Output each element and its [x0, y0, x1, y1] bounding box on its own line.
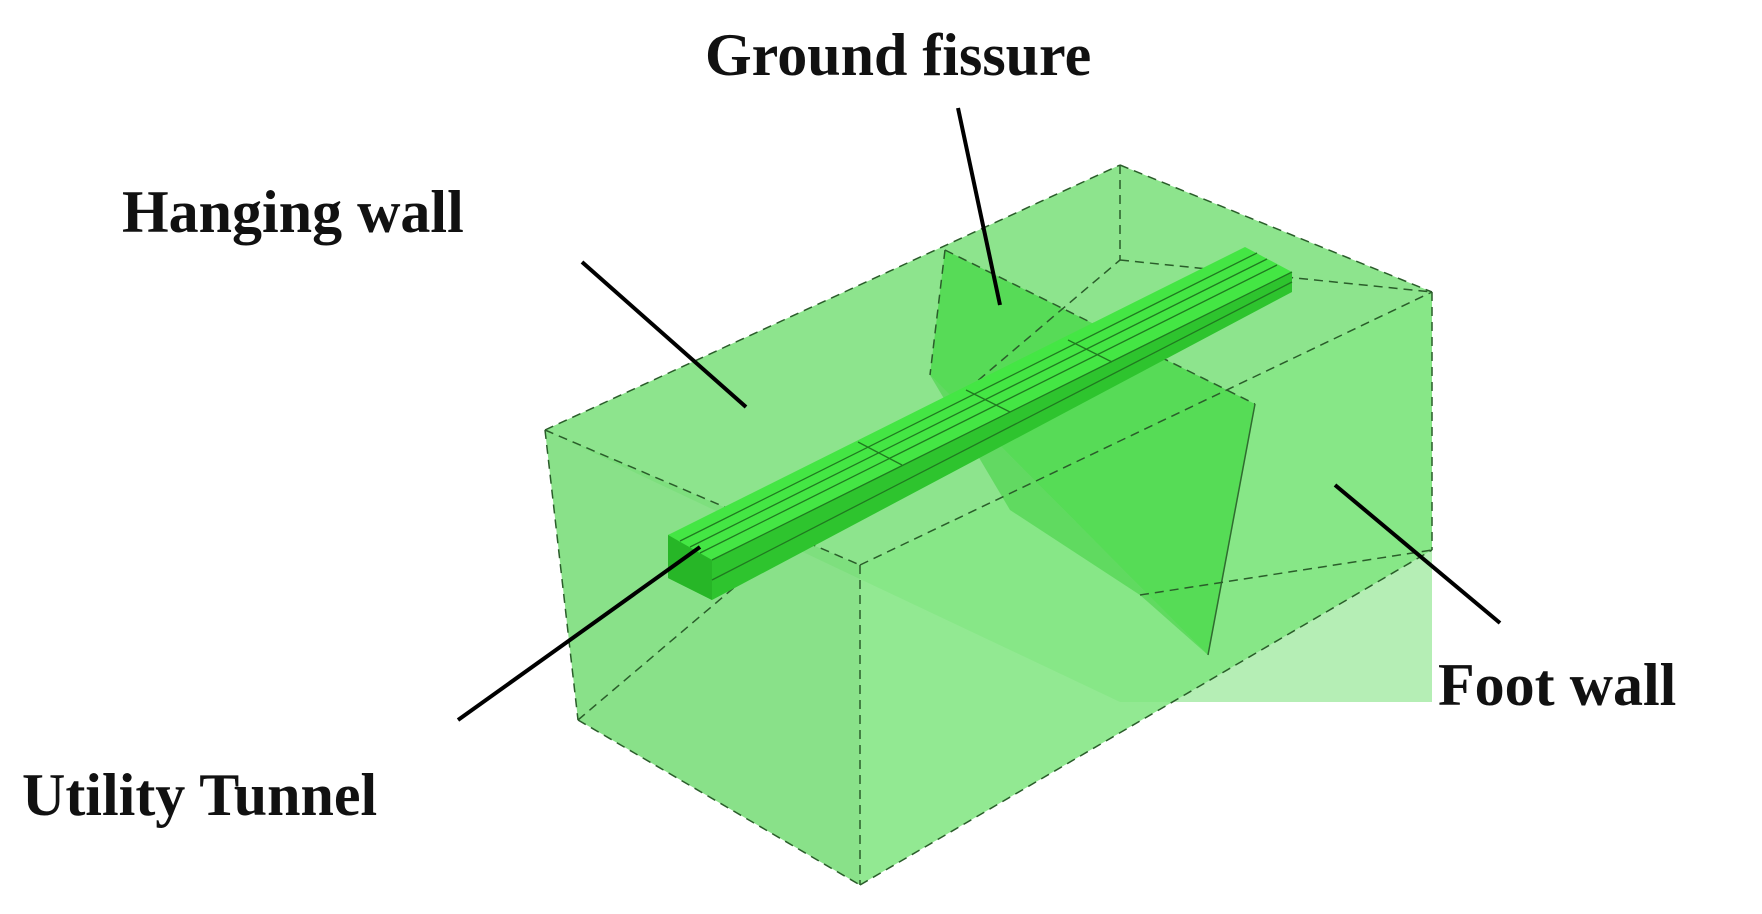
leader-hanging-wall — [580, 260, 748, 409]
tunnel-joint-2 — [965, 389, 1011, 413]
edge-hidden-bottom — [577, 259, 1121, 721]
edge-mid-diagonal — [1139, 549, 1433, 596]
leader-utility-tunnel — [456, 545, 702, 722]
label-hanging-wall: Hanging wall — [122, 179, 464, 245]
label-utility-tunnel: Utility Tunnel — [22, 762, 377, 828]
tunnel-edge-2 — [689, 258, 1268, 548]
label-foot-wall: Foot wall — [1438, 652, 1676, 718]
edge-top-front — [859, 291, 1433, 566]
edge-left-vertical — [544, 429, 579, 721]
fissure-edge-left — [929, 249, 946, 376]
edge-top-right — [1119, 164, 1433, 293]
tunnel-end-face — [668, 535, 712, 600]
tunnel-joint-1 — [857, 441, 903, 466]
labels: Ground fissure Hanging wall Foot wall Ut… — [22, 22, 1676, 828]
tunnel-edge-1 — [679, 252, 1258, 542]
fissure-edge-right — [1207, 403, 1256, 656]
edge-top-left — [544, 164, 1121, 431]
leader-lines — [456, 107, 1502, 722]
tunnel-edge-5 — [711, 271, 1293, 561]
label-ground-fissure: Ground fissure — [705, 22, 1091, 88]
tunnel-edge-4 — [711, 281, 1293, 581]
edge-bottom-front — [859, 549, 1433, 886]
tunnel-joint-3 — [1067, 339, 1113, 363]
edge-bottom-left — [577, 719, 861, 886]
fissure-plane-upper — [930, 250, 1255, 655]
leader-ground-fissure — [956, 107, 1002, 306]
tunnel-side-face — [668, 272, 1292, 600]
tunnel-top-face — [668, 247, 1292, 560]
utility-tunnel — [668, 247, 1293, 600]
leader-foot-wall — [1333, 483, 1502, 625]
tunnel-edge-3 — [699, 264, 1278, 554]
